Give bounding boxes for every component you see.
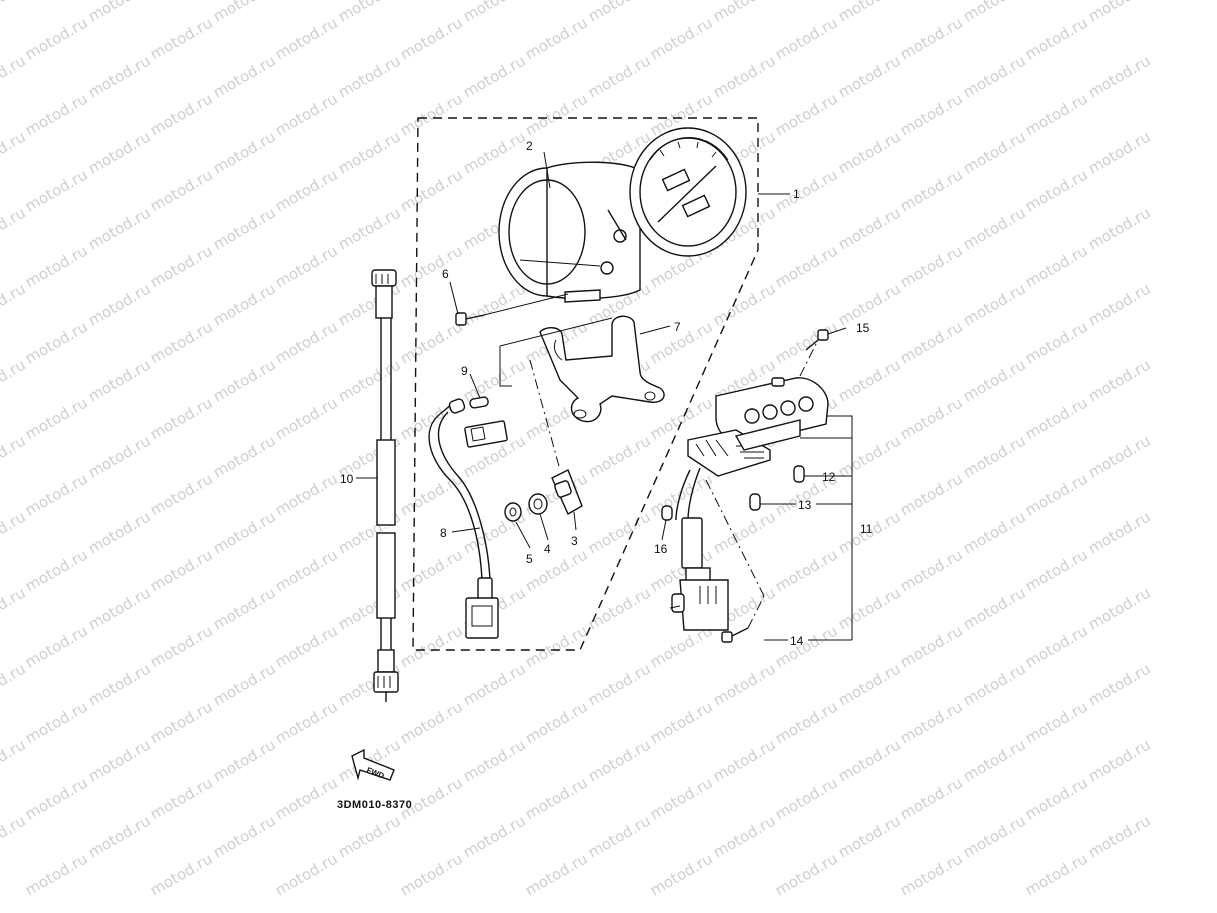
screw-icon	[721, 595, 765, 643]
callout-13: 13	[798, 498, 812, 512]
callout-1: 1	[793, 187, 800, 201]
bulb-icon	[793, 465, 805, 483]
callout-4: 4	[544, 542, 551, 556]
callout-11: 11	[860, 522, 873, 536]
nut-icon	[504, 502, 522, 522]
bulb-socket-icon	[529, 359, 583, 515]
callout-12: 12	[822, 470, 836, 484]
forward-arrow-icon: FWD	[351, 748, 395, 781]
callout-7: 7	[674, 320, 681, 334]
callout-14: 14	[790, 634, 804, 648]
diagram-code: 3DM010-8370	[337, 799, 412, 811]
callout-8: 8	[440, 526, 447, 540]
callout-15: 15	[856, 321, 870, 335]
bracket-icon	[539, 315, 665, 423]
callout-3: 3	[571, 534, 578, 548]
callout-2: 2	[526, 139, 533, 153]
indicator-light-icon	[669, 339, 829, 631]
bulb-icon	[661, 505, 673, 521]
bulb-icon	[749, 493, 761, 511]
assembly-boundary	[412, 117, 759, 651]
lead-wire-icon	[428, 398, 508, 639]
callout-16: 16	[654, 542, 668, 556]
callout-5: 5	[526, 552, 533, 566]
callout-9: 9	[461, 364, 468, 378]
callout-10: 10	[340, 472, 354, 486]
speedometer-icon	[607, 127, 747, 257]
bolt-icon	[455, 293, 569, 326]
screw-icon	[805, 329, 829, 351]
leader-lines	[356, 151, 853, 641]
meter-case-icon	[498, 161, 641, 303]
bulb-icon	[469, 396, 489, 409]
callout-6: 6	[442, 267, 449, 281]
washer-icon	[528, 493, 548, 515]
meter-cable-icon	[371, 269, 399, 702]
